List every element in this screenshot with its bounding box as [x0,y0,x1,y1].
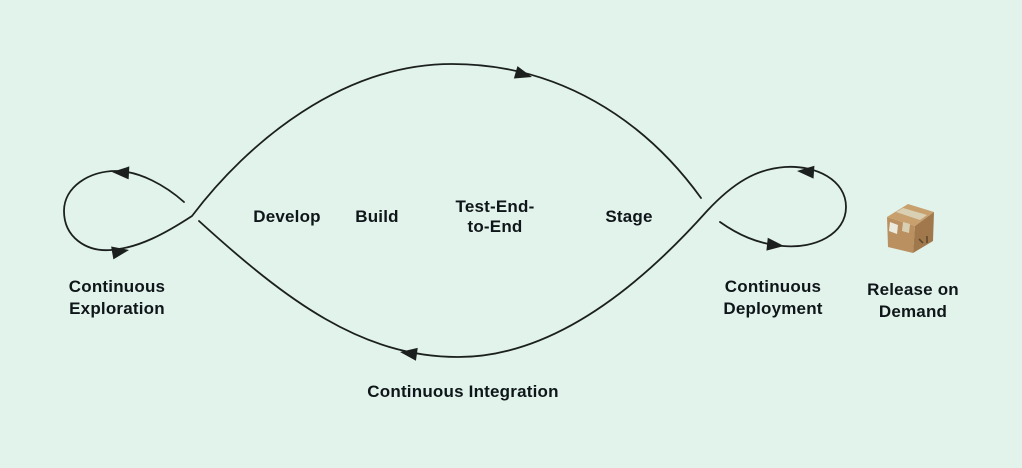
left-loop-and-top-arc-curve [63,63,702,251]
arrow-top-arc-icon [513,66,532,79]
package-tape-front [902,222,910,233]
package-icon [887,204,934,253]
label-continuous-exploration: Continuous Exploration [68,277,166,318]
arrow-left-loop-top-icon [112,166,130,180]
label-step-develop: Develop [253,207,321,226]
label-continuous-deployment: Continuous Deployment [723,277,823,318]
package-marks [918,236,928,244]
package-label [889,222,898,234]
arrow-bottom-arc-icon [400,347,418,361]
label-step-build: Build [355,207,399,226]
label-step-test-end-to-end: Test-End- to-End [455,197,535,236]
arrow-left-loop-bottom-icon [111,246,129,260]
package-tape-top [896,208,927,220]
label-continuous-integration: Continuous Integration [367,382,559,401]
right-loop-and-bottom-arc-curve [198,166,847,358]
label-step-stage: Stage [605,207,653,226]
package-side-face [913,212,934,253]
arrow-right-loop-bottom-icon [766,237,784,251]
arrow-right-loop-top-icon [797,165,815,179]
label-release-on-demand: Release on Demand [867,280,959,321]
